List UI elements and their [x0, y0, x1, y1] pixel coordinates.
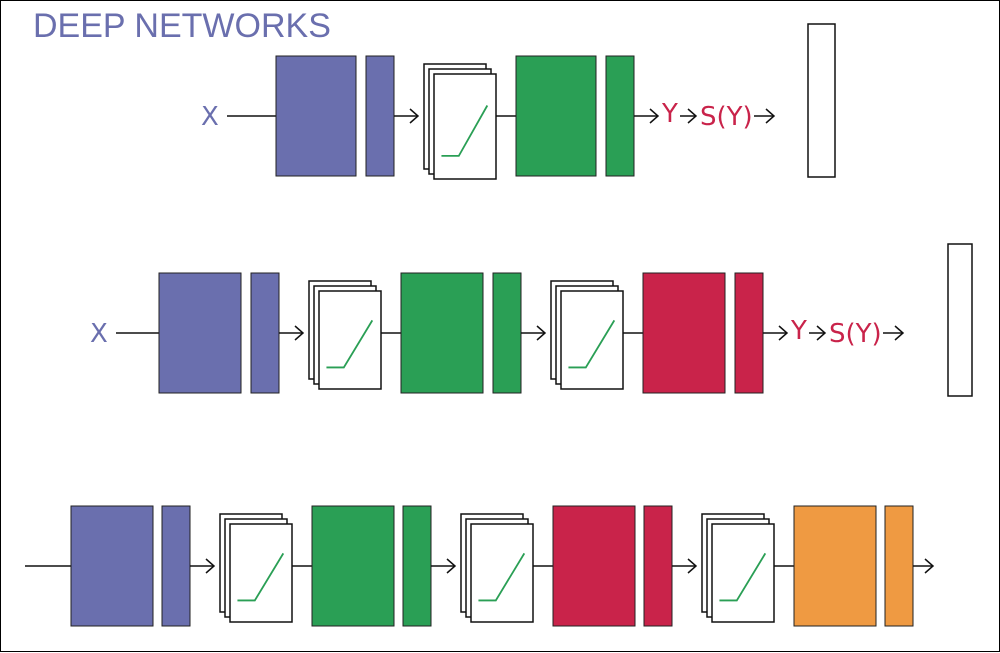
arrow-to-output-box: [883, 325, 905, 341]
input-label-x: X: [201, 102, 219, 132]
relu-curve: [237, 552, 285, 602]
relu-curve: [441, 105, 489, 157]
arrow-output: [913, 558, 935, 574]
layer-1-bias-block: [161, 505, 191, 627]
arrow-to-activation: [672, 558, 698, 574]
layer-1-bias-block: [250, 272, 280, 394]
relu-activation-icon: [308, 280, 382, 390]
arrow-to-output-box: [754, 108, 776, 124]
input-label-x: X: [90, 319, 108, 349]
layer-2-weights-block: [515, 55, 597, 177]
softmax-label: S(Y): [829, 319, 882, 349]
layer-3-bias-block: [643, 505, 673, 627]
layer-1-weights-block: [70, 505, 154, 627]
relu-activation-icon: [423, 63, 497, 180]
output-probability-box: [947, 243, 973, 397]
output-label-y: Y: [790, 316, 807, 346]
relu-activation-icon: [701, 513, 775, 623]
layer-2-bias-block: [605, 55, 635, 177]
network-row-2: X Y S(Y): [90, 243, 973, 397]
relu-activation-icon: [460, 513, 534, 623]
arrow-to-output: [634, 108, 660, 124]
layer-1-bias-block: [365, 55, 395, 177]
network-row-1: X Y S(Y): [201, 23, 836, 180]
layer-2-bias-block: [402, 505, 432, 627]
arrow-to-activation: [394, 108, 420, 124]
arrow-to-activation: [521, 325, 547, 341]
arrow-to-activation: [190, 558, 216, 574]
diagram-title: DEEP NETWORKS: [33, 7, 331, 45]
relu-curve: [478, 552, 526, 602]
layer-3-weights-block: [552, 505, 636, 627]
arrow-to-activation: [279, 325, 305, 341]
arrow-to-softmax: [680, 108, 698, 124]
network-row-3: [25, 505, 935, 627]
layer-1-weights-block: [275, 55, 357, 177]
layer-4-bias-block: [884, 505, 914, 627]
relu-curve: [326, 319, 374, 369]
layer-2-weights-block: [311, 505, 395, 627]
output-probability-box: [807, 23, 836, 178]
relu-activation-icon: [219, 513, 293, 623]
layer-3-weights-block: [642, 272, 726, 394]
relu-curve: [719, 552, 767, 602]
softmax-label: S(Y): [700, 102, 753, 132]
layer-2-bias-block: [492, 272, 522, 394]
layer-1-weights-block: [158, 272, 242, 394]
arrow-to-output: [763, 325, 789, 341]
arrow-to-activation: [431, 558, 457, 574]
relu-activation-icon: [550, 280, 624, 390]
layer-3-bias-block: [734, 272, 764, 394]
layer-4-weights-block: [793, 505, 877, 627]
relu-curve: [568, 319, 616, 369]
layer-2-weights-block: [400, 272, 484, 394]
arrow-to-softmax: [809, 325, 827, 341]
output-label-y: Y: [661, 99, 678, 129]
